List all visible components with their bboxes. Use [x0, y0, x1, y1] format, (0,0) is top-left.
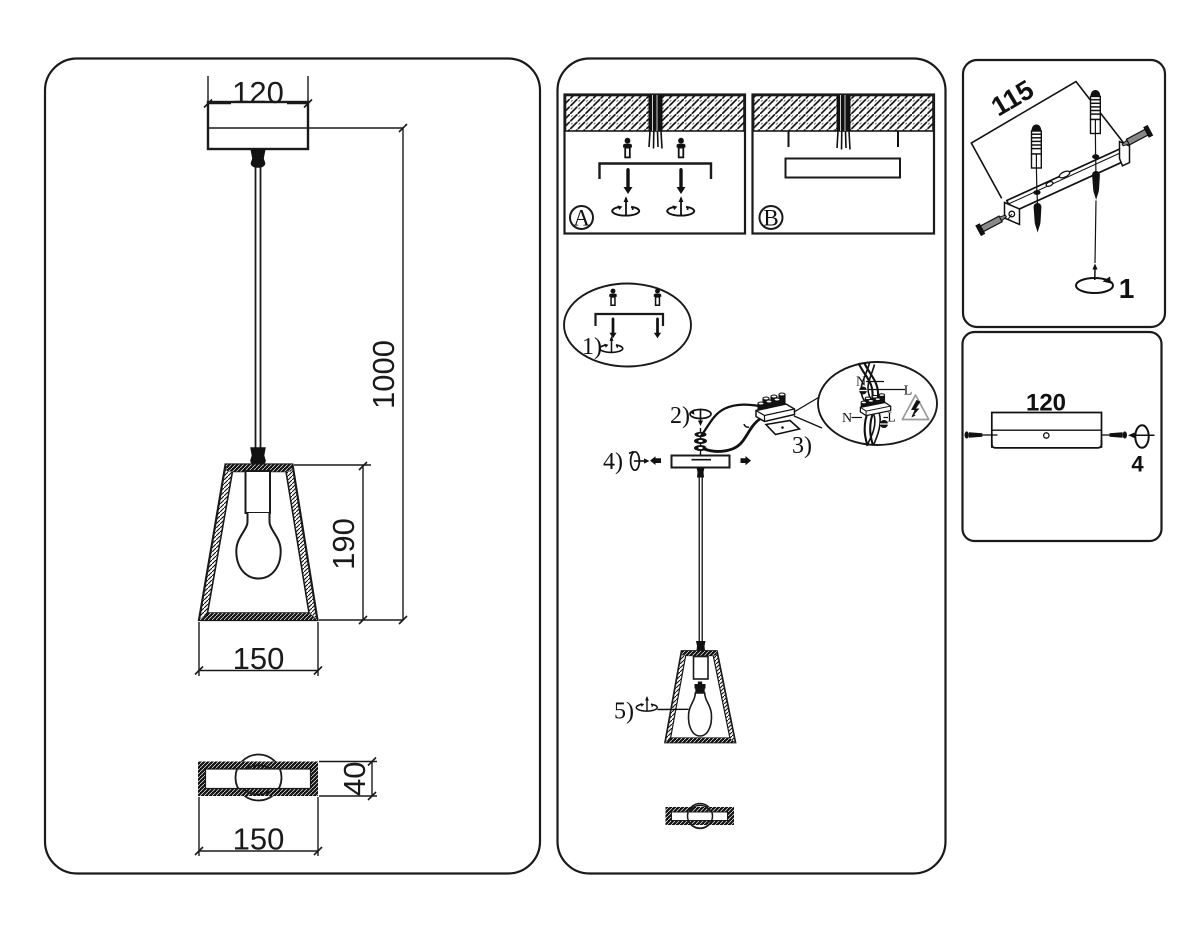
svg-text:1): 1)	[582, 334, 602, 360]
svg-text:150: 150	[233, 822, 285, 857]
svg-text:1: 1	[1119, 273, 1135, 304]
svg-text:3): 3)	[792, 433, 812, 459]
svg-text:L: L	[904, 384, 913, 399]
svg-text:4): 4)	[603, 449, 623, 475]
svg-text:A: A	[573, 206, 590, 231]
svg-text:N: N	[842, 411, 852, 426]
svg-text:40: 40	[337, 762, 372, 796]
svg-text:B: B	[763, 206, 778, 231]
svg-text:5): 5)	[614, 699, 634, 725]
svg-text:2): 2)	[670, 403, 690, 429]
svg-text:150: 150	[233, 641, 285, 676]
svg-text:L: L	[887, 411, 896, 426]
svg-text:4: 4	[1131, 452, 1144, 477]
svg-text:N: N	[856, 375, 866, 390]
svg-text:1000: 1000	[366, 340, 401, 409]
svg-text:190: 190	[326, 518, 361, 570]
svg-text:120: 120	[232, 75, 284, 110]
